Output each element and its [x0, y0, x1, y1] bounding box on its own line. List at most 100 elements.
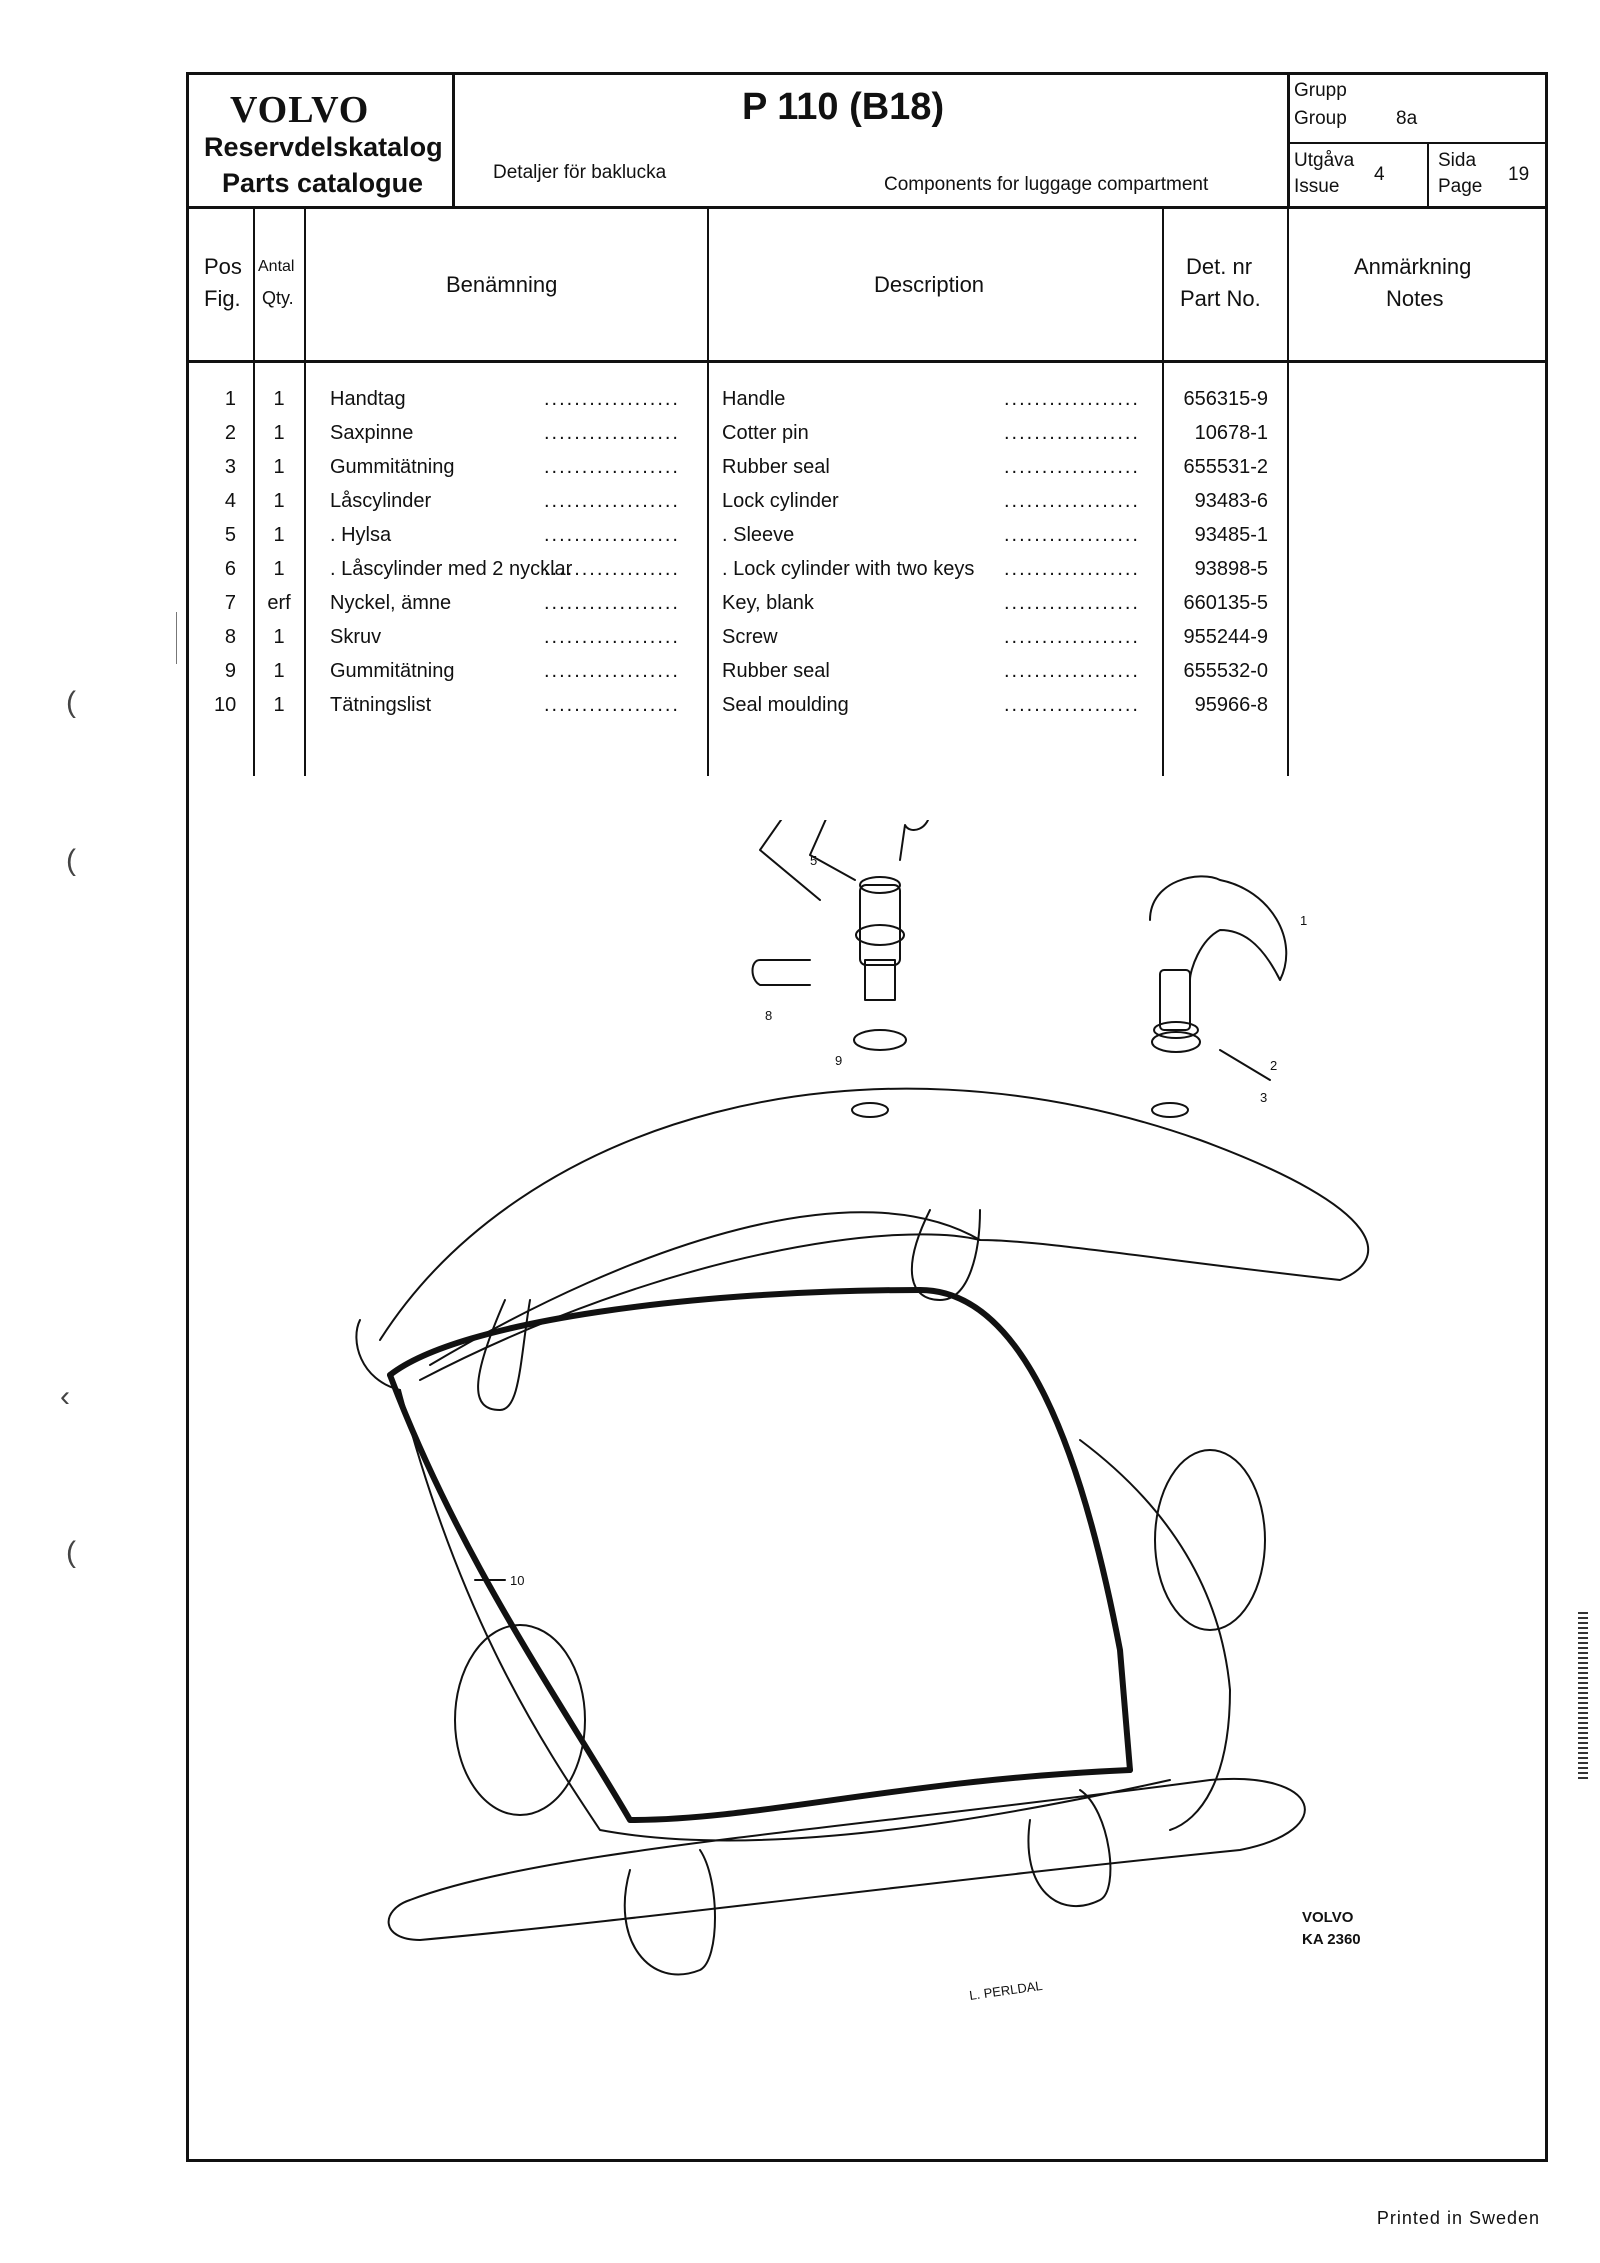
table-cell-qty: 1: [273, 490, 285, 512]
page-value: 19: [1508, 164, 1530, 185]
figure-stamp-code: KA 2360: [1302, 1931, 1361, 1948]
callout-label-10: 10: [510, 1573, 524, 1588]
table-cell-qty: erf: [267, 592, 291, 614]
table-cell-pos: 1: [224, 388, 236, 410]
page-frame: [186, 72, 1548, 2162]
header-divider-right: [1287, 72, 1290, 208]
colheader-bottom-line: [186, 360, 1548, 363]
subtitle-sv: Detaljer för baklucka: [493, 162, 667, 183]
leader-dots: ..................: [543, 694, 680, 716]
table-cell-pos: 5: [224, 524, 236, 546]
margin-mark: (: [66, 1536, 76, 1569]
table-cell-qty: 1: [273, 388, 285, 410]
table-cell-part: 93483-6: [1194, 490, 1268, 512]
table-cell-part: 655531-2: [1183, 456, 1268, 478]
printed-in-sweden: Printed in Sweden: [1376, 2208, 1540, 2228]
leader-dots: ..................: [543, 422, 680, 444]
leader-dots: ..................: [1003, 660, 1140, 682]
col-line-sv: [707, 206, 709, 776]
table-cell-qty: 1: [273, 422, 285, 444]
table-cell-sv: Låscylinder: [330, 490, 432, 512]
leader-dots: ..................: [1003, 694, 1140, 716]
table-cell-pos: 10: [214, 694, 237, 716]
table-cell-sv: Tätningslist: [330, 694, 432, 716]
table-cell-part: 955244-9: [1183, 626, 1268, 648]
colhead-partno-sv: Det. nr: [1186, 254, 1253, 279]
callout-label-9: 9: [835, 1053, 842, 1068]
table-cell-part: 656315-9: [1183, 388, 1268, 410]
leader-dots: ..................: [1003, 626, 1140, 648]
leader-dots: ..................: [1003, 524, 1140, 546]
margin-mark: (: [66, 686, 76, 719]
group-label-en: Group: [1294, 108, 1347, 129]
model-title: P 110 (B18): [742, 86, 945, 128]
header-divider-left: [452, 72, 455, 208]
leader-dots: ..................: [543, 524, 680, 546]
catalog-title-sv: Reservdelskatalog: [204, 132, 443, 162]
table-cell-pos: 9: [224, 660, 236, 682]
colhead-notes-sv: Anmärkning: [1354, 254, 1472, 279]
luggage-compartment-illustration: 1 2 3 4 5 6 7 8 9 10 VOLVO KA 2360 L. PE…: [355, 820, 1370, 2003]
issue-label-sv: Utgåva: [1294, 150, 1355, 171]
table-cell-en: Seal moulding: [722, 694, 849, 716]
col-line-en: [1162, 206, 1164, 776]
leader-dots: ..................: [543, 626, 680, 648]
header-bottom-line: [186, 206, 1548, 209]
leader-dots: ..................: [543, 388, 680, 410]
table-cell-en: Handle: [722, 388, 786, 410]
table-cell-qty: 1: [273, 524, 285, 546]
table-cell-pos: 3: [224, 456, 236, 478]
callout-label-8: 8: [765, 1008, 772, 1023]
leader-dots: ..................: [1003, 422, 1140, 444]
table-cell-en: Cotter pin: [722, 422, 809, 444]
issue-value: 4: [1374, 164, 1385, 185]
leader-dots: ..................: [543, 490, 680, 512]
leader-dots: ..................: [1003, 490, 1140, 512]
table-cell-en: Rubber seal: [722, 660, 830, 682]
table-cell-part: 660135-5: [1183, 592, 1268, 614]
leader-dots: ..................: [543, 558, 680, 580]
colhead-pos-en: Fig.: [204, 286, 241, 311]
table-cell-en: . Sleeve: [722, 524, 795, 546]
artist-signature: L. PERLDAL: [968, 1978, 1043, 2003]
table-cell-sv: Handtag: [330, 388, 406, 410]
table-cell-en: Screw: [722, 626, 778, 648]
table-cell-sv: Skruv: [330, 626, 382, 648]
colhead-notes-en: Notes: [1386, 286, 1444, 311]
table-cell-pos: 4: [224, 490, 236, 512]
table-cell-en: Rubber seal: [722, 456, 830, 478]
group-label-sv: Grupp: [1294, 80, 1347, 101]
subtitle-en: Components for luggage compartment: [884, 174, 1209, 195]
table-cell-qty: 1: [273, 660, 285, 682]
col-line-part: [1287, 206, 1289, 776]
callout-label-1: 1: [1300, 913, 1307, 928]
table-cell-sv: . Låscylinder med 2 nycklar: [330, 558, 573, 580]
issue-page-divider: [1427, 142, 1429, 208]
colhead-partno-en: Part No.: [1180, 286, 1261, 311]
callout-label-5: 5: [810, 853, 817, 868]
table-cell-pos: 2: [224, 422, 236, 444]
page-label-en: Page: [1438, 176, 1483, 197]
issue-label-en: Issue: [1294, 176, 1340, 197]
group-box-line: [1287, 142, 1548, 144]
table-cell-part: 10678-1: [1194, 422, 1268, 444]
colhead-name-sv: Benämning: [446, 272, 558, 297]
colhead-name-en: Description: [874, 272, 985, 297]
colhead-qty-sv: Antal: [258, 258, 295, 275]
col-line-qty: [304, 206, 306, 776]
table-cell-part: 93485-1: [1194, 524, 1268, 546]
colhead-qty-en: Qty.: [262, 288, 294, 308]
table-cell-qty: 1: [273, 456, 285, 478]
leader-dots: ..................: [1003, 388, 1140, 410]
page-label-sv: Sida: [1438, 150, 1477, 171]
margin-mark: ‹: [60, 1380, 70, 1413]
leader-dots: ..................: [543, 592, 680, 614]
col-line-pos: [253, 206, 255, 776]
table-cell-pos: 6: [224, 558, 236, 580]
brand-logo: VOLVO: [230, 89, 370, 131]
table-cell-pos: 7: [224, 592, 236, 614]
colhead-pos-sv: Pos: [204, 254, 242, 279]
table-cell-en: . Lock cylinder with two keys: [722, 558, 975, 580]
table-cell-part: 655532-0: [1183, 660, 1268, 682]
table-cell-qty: 1: [273, 626, 285, 648]
